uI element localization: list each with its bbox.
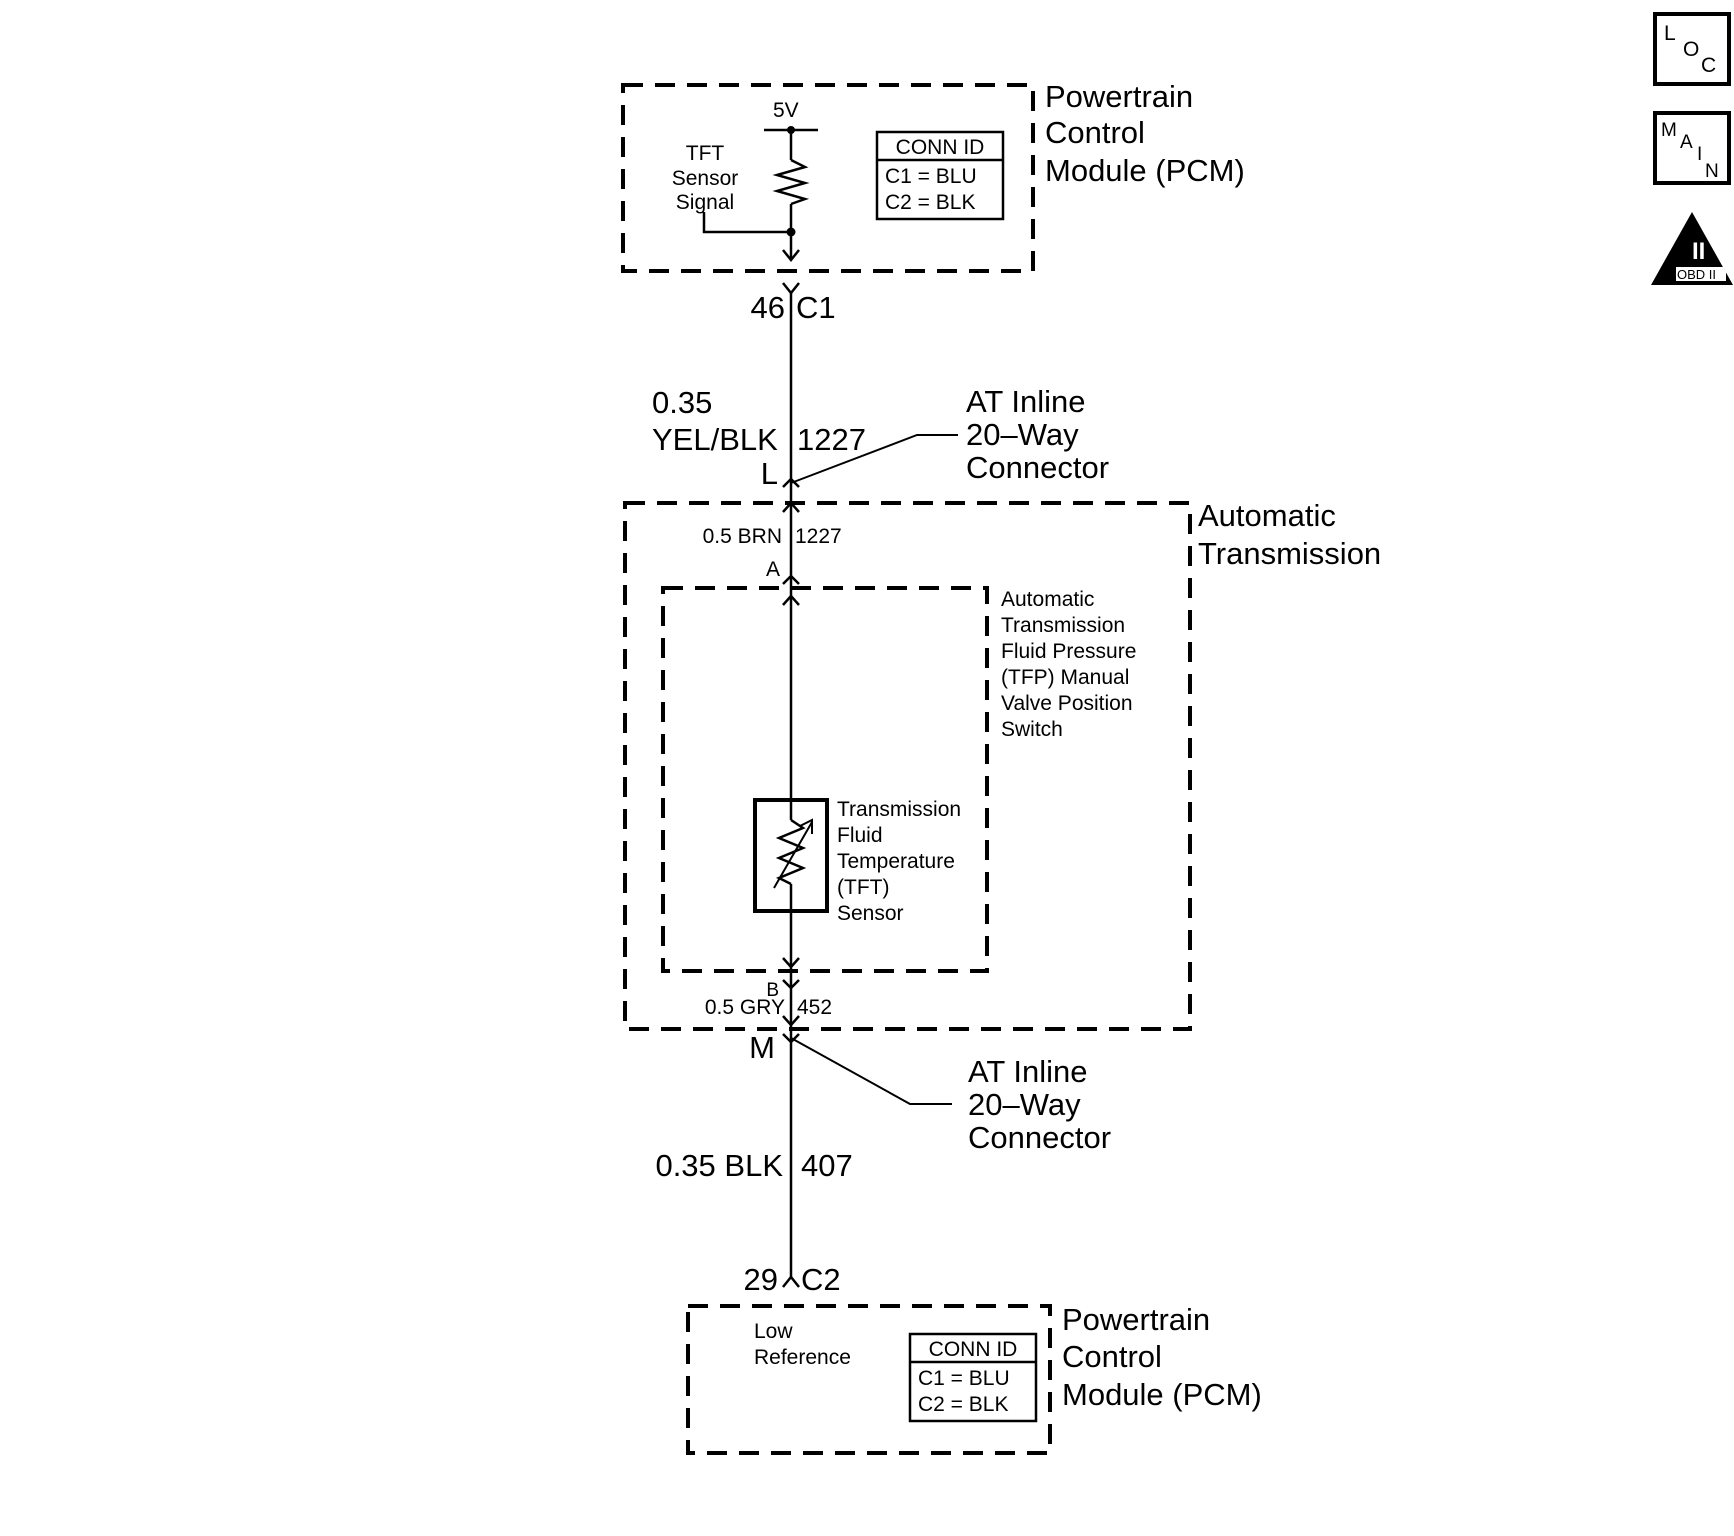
loc-icon-letter-1: L <box>1664 22 1676 45</box>
inline-connector-top: L AT Inline 20–Way Connector <box>761 384 1109 491</box>
pcm-top-title-line-3: Module (PCM) <box>1045 153 1245 188</box>
thermistor-icon <box>775 818 807 886</box>
pin-b-label: B <box>766 980 779 1001</box>
wire-lower-label: 0.35 BLK <box>655 1148 783 1183</box>
tft-label-line-3: Temperature <box>837 850 955 873</box>
pcm-bottom-title-line-2: Control <box>1062 1339 1162 1374</box>
c2-connector-icon <box>782 1274 800 1288</box>
inline-bottom-leader <box>790 1037 952 1105</box>
main-icon-letter-1: M <box>1661 120 1677 141</box>
conn-id-row: C1 = BLU <box>885 165 977 188</box>
pcm-bottom-conn-id-table: CONN ID C1 = BLU C2 = BLK <box>908 1332 1038 1423</box>
conn-id-row: C1 = BLU <box>918 1367 1010 1390</box>
transmission-title-line-2: Transmission <box>1198 536 1381 571</box>
inline-top-leader <box>790 434 958 484</box>
conn-id-header: CONN ID <box>896 136 985 159</box>
wire-a-label: 0.5 BRN <box>703 525 782 548</box>
tfp-label-line-1: Automatic <box>1001 588 1094 611</box>
pcm-bottom-title-line-3: Module (PCM) <box>1062 1377 1262 1412</box>
tfp-label-line-2: Transmission <box>1001 614 1125 637</box>
tfp-label-line-4: (TFP) Manual <box>1001 666 1129 689</box>
tft-label-line-5: Sensor <box>837 902 904 925</box>
pin-b-connector-icon <box>782 979 800 990</box>
pcm-top-title-line-2: Control <box>1045 115 1145 150</box>
tft-label-line-1: Transmission <box>837 798 961 821</box>
transmission-exit-arrow-icon <box>782 1015 800 1027</box>
main-icon-letter-3: I <box>1697 144 1702 165</box>
supply-voltage-label: 5V <box>773 99 799 122</box>
loc-icon[interactable]: L O C <box>1653 12 1731 86</box>
automatic-transmission-assembly: Automatic Transmission 0.5 BRN 1227 A Au… <box>623 498 1381 1031</box>
c2-pin-number: 29 <box>744 1262 778 1297</box>
thermistor-variable-arrow-icon <box>773 821 813 889</box>
tft-sensor: Transmission Fluid Temperature (TFT) Sen… <box>753 798 961 925</box>
transmission-boundary <box>623 501 1192 1031</box>
loc-icon-letter-2: O <box>1683 38 1699 61</box>
tft-label-line-4: (TFT) <box>837 876 889 899</box>
pcm-top-arrow-icon <box>782 249 800 263</box>
wire-a-circuit: 1227 <box>795 525 842 548</box>
c1-pin-number: 46 <box>751 290 785 325</box>
pcm-bottom-title-line-1: Powertrain <box>1062 1302 1210 1337</box>
signal-label-line-2: Sensor <box>672 167 739 190</box>
pcm-top-boundary <box>621 83 1035 273</box>
conn-id-header: CONN ID <box>929 1338 1018 1361</box>
inline-bottom-label-line-1: AT Inline <box>968 1054 1087 1089</box>
conn-id-row: C2 = BLK <box>918 1393 1008 1416</box>
main-icon[interactable]: M A I N <box>1653 111 1731 185</box>
signal-lead <box>702 212 791 234</box>
inline-bottom-pin: M <box>749 1030 775 1065</box>
obd-icon-label: OBD II <box>1677 267 1716 282</box>
inline-top-label-line-2: 20–Way <box>966 417 1079 452</box>
tfp-switch-boundary <box>661 586 989 973</box>
main-icon-letter-2: A <box>1680 132 1693 153</box>
tfp-label-line-3: Fluid Pressure <box>1001 640 1136 663</box>
tfp-switch-assembly: Automatic Transmission Fluid Pressure (T… <box>661 586 1136 973</box>
wire-b-label: 0.5 GRY <box>705 996 785 1019</box>
tfp-label-line-6: Switch <box>1001 718 1063 741</box>
tfp-label-line-5: Valve Position <box>1001 692 1133 715</box>
transmission-title-line-1: Automatic <box>1198 498 1336 533</box>
c1-connector-label: C1 <box>796 290 836 325</box>
tfp-exit-arrow-icon <box>782 957 800 969</box>
wire-lower-circuit: 407 <box>801 1148 853 1183</box>
obd-icon-numeral: II <box>1692 238 1705 265</box>
pcm-top-conn-id-table: CONN ID C1 = BLU C2 = BLK <box>875 130 1005 221</box>
wire-upper-size: 0.35 <box>652 385 712 420</box>
obd-ii-icon[interactable]: II OBD II <box>1651 212 1733 285</box>
tfp-entry-arrow-icon <box>782 594 800 606</box>
signal-label-line-1: TFT <box>686 142 725 165</box>
tft-label-line-2: Fluid <box>837 824 883 847</box>
inline-connector-bottom: M AT Inline 20–Way Connector <box>749 1030 1111 1155</box>
pcm-bottom-boundary <box>686 1304 1052 1455</box>
inline-top-pin: L <box>761 456 778 491</box>
inline-bottom-connector-icon <box>782 1033 800 1044</box>
pull-up-resistor-icon <box>772 158 810 206</box>
wire-b-circuit: 452 <box>797 996 832 1019</box>
inline-top-label-line-1: AT Inline <box>966 384 1085 419</box>
inline-bottom-label-line-3: Connector <box>968 1120 1111 1155</box>
inline-top-label-line-3: Connector <box>966 450 1109 485</box>
wire-upper-circuit: 1227 <box>797 422 866 457</box>
signal-label-line-3: Signal <box>676 191 734 214</box>
inline-top-connector-icon <box>782 477 800 488</box>
main-icon-letter-4: N <box>1705 161 1719 182</box>
low-reference-line-2: Reference <box>754 1346 851 1369</box>
conn-id-row: C2 = BLK <box>885 191 975 214</box>
low-reference-line-1: Low <box>754 1320 793 1343</box>
c2-connector-label: C2 <box>801 1262 841 1297</box>
wire-upper-color: YEL/BLK <box>652 422 778 457</box>
inline-bottom-label-line-2: 20–Way <box>968 1087 1081 1122</box>
pcm-top-module: Powertrain Control Module (PCM) 5V TFT S… <box>621 79 1245 273</box>
pin-a-label: A <box>766 558 780 581</box>
pcm-bottom-module: Powertrain Control Module (PCM) Low Refe… <box>686 1302 1262 1455</box>
loc-icon-letter-3: C <box>1701 54 1716 77</box>
transmission-entry-arrow-icon <box>782 501 800 513</box>
pcm-top-title-line-1: Powertrain <box>1045 79 1193 114</box>
pin-a-connector-icon <box>782 574 800 585</box>
